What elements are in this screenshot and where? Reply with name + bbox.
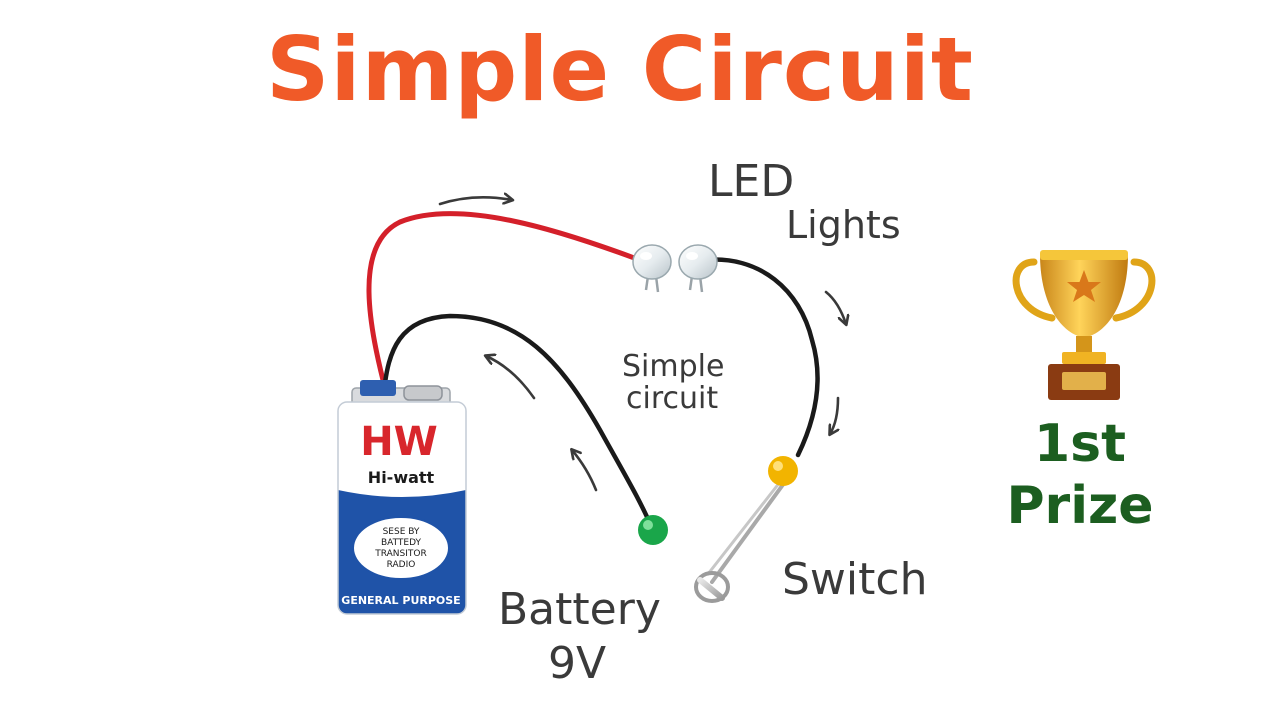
- arrow-top: [438, 197, 512, 206]
- arrow-right-upper: [824, 290, 846, 324]
- red-wire: [366, 211, 648, 395]
- arrow-left-lower: [572, 450, 598, 492]
- battery-label-line-1: Battery: [498, 584, 661, 635]
- led-left: [632, 244, 672, 293]
- battery-brand-logo: HW: [360, 419, 438, 465]
- led-label-line-2: Lights: [786, 203, 901, 247]
- led-label-line-1: LED: [708, 156, 794, 207]
- simple-circuit-label-line-2: circuit: [626, 381, 718, 416]
- battery-purpose-label: GENERAL PURPOSE: [341, 594, 460, 607]
- arrow-right-lower: [830, 396, 838, 434]
- battery-oval-line-4: RADIO: [387, 560, 416, 570]
- battery-label-line-2: 9V: [548, 638, 606, 689]
- battery-oval-line-2: BATTEDY: [381, 538, 422, 548]
- battery-oval-line-3: TRANSITOR: [374, 549, 426, 559]
- black-wire-left: [381, 313, 655, 531]
- led-right: [678, 244, 718, 293]
- trophy-icon: [1012, 250, 1156, 400]
- flow-arrows: [438, 197, 846, 492]
- switch-label: Switch: [782, 554, 927, 605]
- arrow-left-upper: [486, 356, 536, 400]
- safety-pin-switch: [694, 456, 798, 603]
- prize-line-1: 1st: [1034, 414, 1126, 474]
- prize-line-2: Prize: [1006, 476, 1154, 536]
- page-title: Simple Circuit: [266, 18, 974, 121]
- simple-circuit-label-line-1: Simple: [622, 349, 724, 384]
- black-wire-right: [701, 257, 820, 458]
- battery-oval-line-1: SESE BY: [383, 527, 420, 537]
- green-terminal: [638, 515, 668, 545]
- battery-brand-name: Hi-watt: [368, 468, 435, 487]
- battery-9v: [337, 380, 467, 615]
